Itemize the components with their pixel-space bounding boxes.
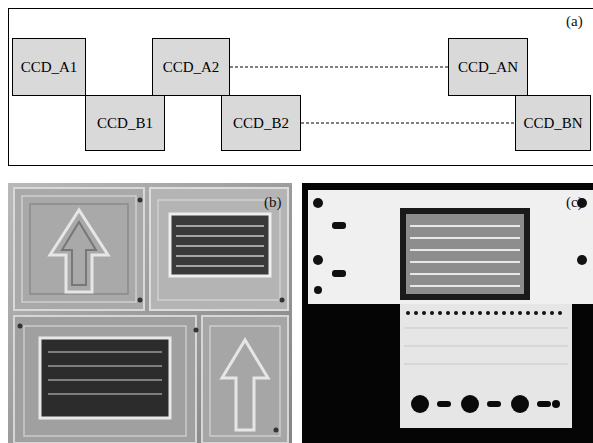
ccd-box: CCD_B1	[85, 95, 165, 151]
ccd-label: CCD_B1	[97, 115, 153, 132]
panel-label: (c)	[566, 195, 583, 210]
dashed-connector	[230, 67, 448, 68]
connector-line	[301, 123, 515, 124]
ccd-label: CCD_AN	[458, 59, 518, 76]
ccd-box: CCD_BN	[515, 95, 591, 151]
ccd-box: CCD_A2	[152, 38, 230, 96]
ccd-label: CCD_BN	[523, 115, 582, 132]
frame-photo	[302, 183, 593, 443]
connector-line	[230, 67, 448, 68]
panel-label: (a)	[566, 14, 583, 29]
panel-label: (b)	[264, 195, 282, 210]
ccd-label: CCD_A2	[163, 59, 220, 76]
ccd-box: CCD_B2	[221, 95, 301, 151]
ccd-label: CCD_B2	[233, 115, 289, 132]
ccd-label: CCD_A1	[21, 59, 78, 76]
ccd-box: CCD_AN	[448, 38, 528, 96]
panel-frame	[9, 9, 593, 166]
dashed-connector	[301, 123, 515, 124]
ccd-box: CCD_A1	[12, 38, 86, 96]
plate-photo	[8, 183, 292, 443]
